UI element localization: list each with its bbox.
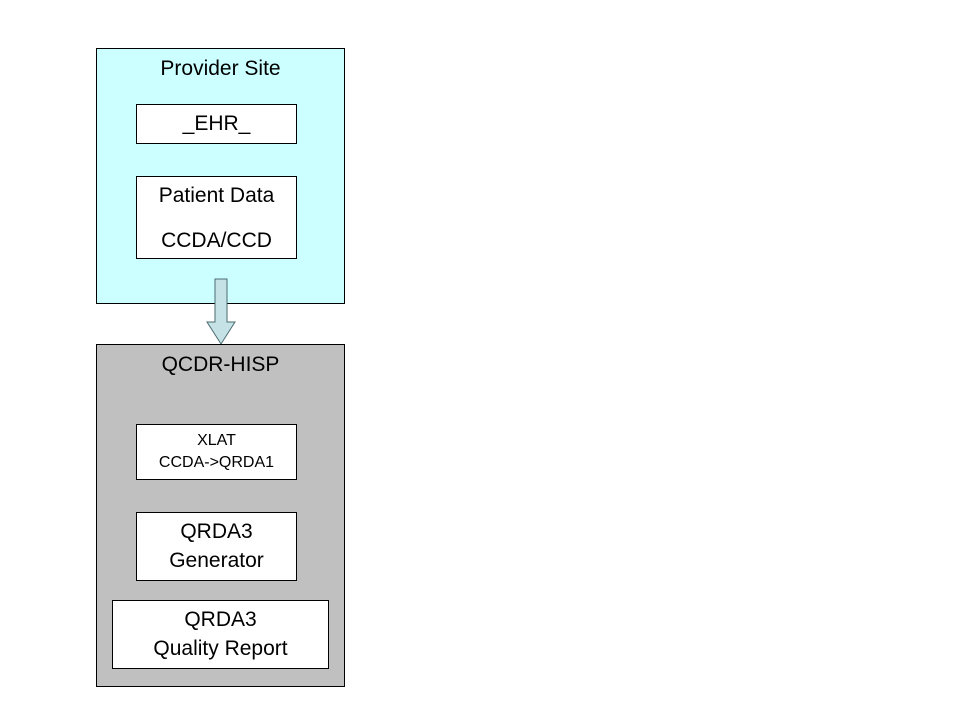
- ccda-ccd-label: CCDA/CCD: [161, 229, 272, 252]
- generator-line1: QRDA3: [180, 520, 253, 543]
- patient-data-box: Patient Data CCDA/CCD: [136, 176, 297, 259]
- qrda3-quality-report-box: QRDA3 Quality Report: [112, 600, 329, 669]
- report-line2: Quality Report: [153, 637, 288, 660]
- ehr-label: _EHR_: [182, 112, 251, 135]
- provider-site-title: Provider Site: [160, 57, 281, 80]
- xlat-label: XLAT: [197, 432, 236, 449]
- generator-line2: Generator: [169, 549, 264, 572]
- ehr-box: _EHR_: [136, 104, 297, 144]
- qcdr-hisp-title: QCDR-HISP: [161, 353, 280, 376]
- patient-data-label: Patient Data: [158, 184, 275, 207]
- report-line1: QRDA3: [184, 608, 257, 631]
- down-arrow-shape: [206, 278, 236, 345]
- xlat-box: XLAT CCDA->QRDA1: [136, 424, 297, 480]
- ccda-qrda1-label: CCDA->QRDA1: [158, 454, 275, 471]
- qrda3-generator-box: QRDA3 Generator: [136, 512, 297, 581]
- down-arrow-icon: [206, 278, 236, 345]
